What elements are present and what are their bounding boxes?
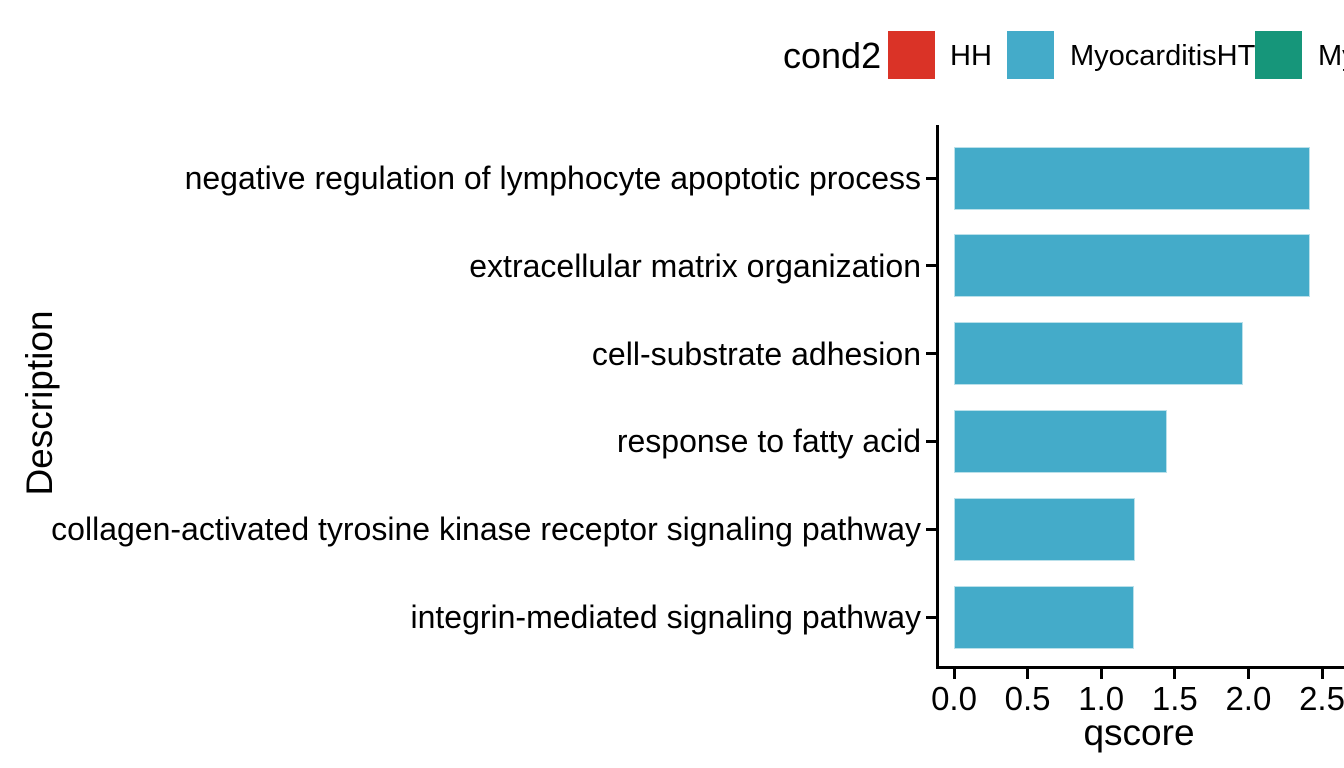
y-tick-label: response to fatty acid bbox=[616, 423, 921, 460]
y-tick-mark bbox=[925, 176, 936, 180]
x-tick-label: 1.5 bbox=[1151, 680, 1198, 717]
x-tick-mark bbox=[1320, 668, 1324, 679]
y-tick-mark bbox=[925, 264, 936, 268]
x-tick-label: 2.5 bbox=[1299, 680, 1344, 717]
y-tick-label: extracellular matrix organization bbox=[469, 247, 921, 284]
legend-swatch bbox=[1007, 31, 1054, 79]
legend-label: HH bbox=[950, 40, 992, 72]
y-tick-label: collagen-activated tyrosine kinase recep… bbox=[51, 511, 921, 548]
x-tick-label: 0.5 bbox=[1004, 680, 1051, 717]
x-tick-label: 1.0 bbox=[1078, 680, 1125, 717]
x-tick-label: 0.0 bbox=[931, 680, 977, 717]
bar bbox=[954, 585, 1134, 649]
bar bbox=[954, 146, 1311, 210]
y-tick-label: negative regulation of lymphocyte apopto… bbox=[184, 160, 921, 196]
y-tick-label: integrin-mediated signaling pathway bbox=[410, 599, 921, 635]
x-tick-mark bbox=[1246, 668, 1250, 679]
legend-label: My bbox=[1318, 40, 1344, 72]
x-tick-mark bbox=[1099, 668, 1103, 679]
legend-label: MyocarditisHT bbox=[1070, 40, 1256, 72]
bar bbox=[954, 322, 1243, 386]
bar bbox=[954, 409, 1168, 473]
bar bbox=[954, 234, 1311, 298]
legend-swatch bbox=[888, 31, 935, 79]
x-tick-label: 2.0 bbox=[1225, 680, 1272, 717]
y-tick-mark bbox=[925, 527, 936, 531]
y-axis-line bbox=[935, 125, 939, 669]
x-tick-mark bbox=[1026, 668, 1030, 679]
legend-swatch bbox=[1255, 31, 1302, 79]
y-tick-label: cell-substrate adhesion bbox=[591, 335, 921, 372]
x-axis-line bbox=[935, 665, 1344, 669]
legend-title: cond2 bbox=[783, 35, 882, 76]
x-axis-title: qscore bbox=[1083, 712, 1195, 753]
bar bbox=[954, 497, 1136, 561]
y-tick-mark bbox=[925, 615, 936, 619]
x-tick-mark bbox=[952, 668, 956, 679]
y-tick-mark bbox=[925, 439, 936, 443]
y-tick-mark bbox=[925, 352, 936, 356]
x-tick-mark bbox=[1173, 668, 1177, 679]
